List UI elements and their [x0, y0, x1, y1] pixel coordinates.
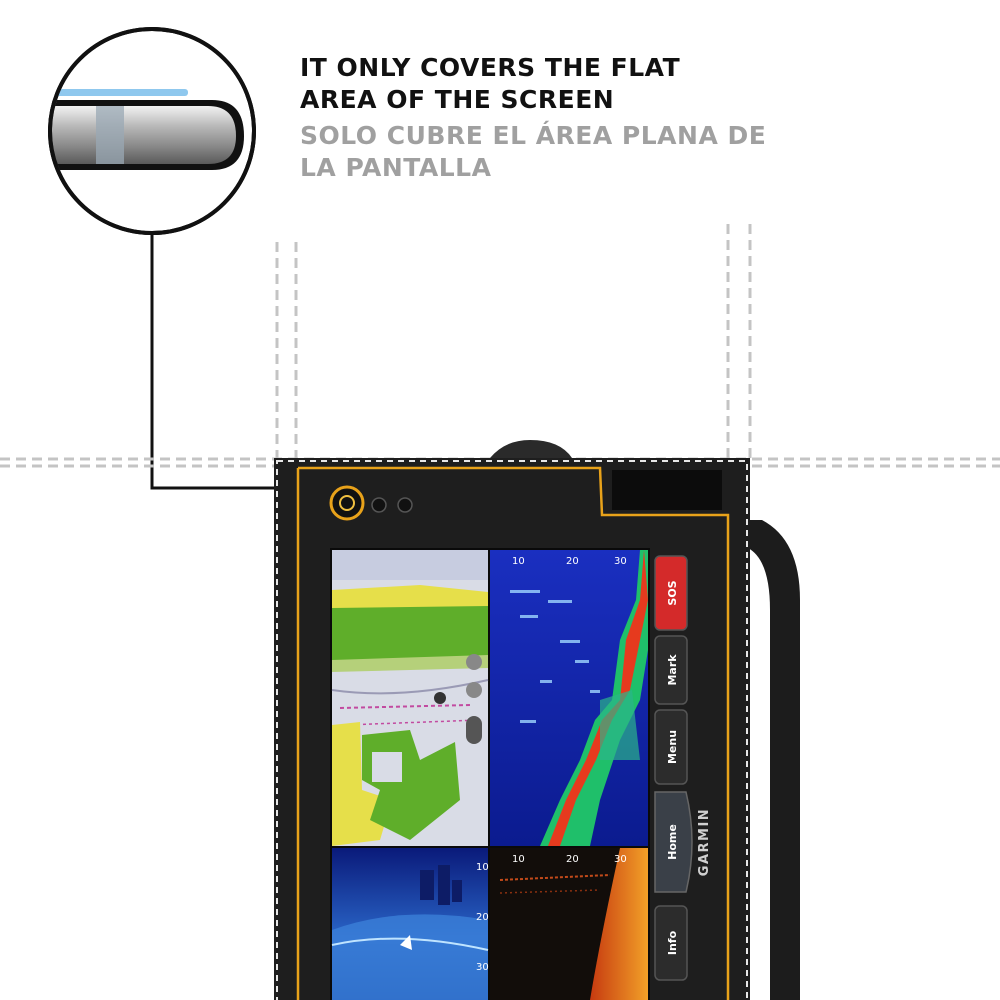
side-scale-2: 20: [476, 912, 489, 923]
mark-label: Mark: [666, 654, 679, 686]
sos-button[interactable]: SOS: [654, 555, 688, 631]
subheadline-line-2: LA PANTALLA: [300, 153, 492, 182]
nav-chart-panel: [331, 550, 489, 846]
glass-edge: [52, 106, 236, 164]
power-icon: [339, 495, 355, 511]
small-button-1[interactable]: [371, 497, 387, 513]
side-scan-panel: 10 20 30: [331, 848, 489, 1000]
home-label: Home: [666, 824, 679, 860]
headline-line-1: IT ONLY COVERS THE FLAT: [300, 53, 681, 82]
menu-button[interactable]: Menu: [654, 709, 688, 785]
small-button-2[interactable]: [397, 497, 413, 513]
zoom-callout: [48, 27, 256, 235]
info-label: Info: [666, 930, 679, 955]
down-scale-3: 30: [614, 854, 627, 865]
home-button[interactable]: Home: [654, 791, 693, 893]
headline-english: IT ONLY COVERS THE FLAT AREA OF THE SCRE…: [300, 52, 680, 116]
headline-line-2: AREA OF THE SCREEN: [300, 85, 615, 114]
down-scale-1: 10: [512, 854, 525, 865]
down-scan-panel: 10 20 30: [490, 848, 648, 1000]
sos-label: SOS: [666, 580, 679, 605]
sonar-top-scale-2: 20: [566, 556, 579, 567]
protector-film: [52, 89, 188, 96]
mark-button[interactable]: Mark: [654, 635, 688, 705]
side-scale-3: 30: [476, 962, 489, 973]
sonar-top-scale-1: 10: [512, 556, 525, 567]
headline-spanish: SOLO CUBRE EL ÁREA PLANA DE LA PANTALLA: [300, 120, 766, 184]
brand-logo: GARMIN: [697, 808, 712, 876]
chartplotter-device: 10 20 30 10 20 30 10 20: [274, 440, 800, 1000]
menu-label: Menu: [666, 730, 679, 764]
leader-line: [150, 233, 335, 490]
power-button[interactable]: [329, 485, 365, 521]
info-button[interactable]: Info: [654, 905, 688, 981]
down-scale-2: 20: [566, 854, 579, 865]
side-scale-1: 10: [476, 862, 489, 873]
sonar-top-scale-3: 30: [614, 556, 627, 567]
sonar-panel-top: 10 20 30: [490, 550, 648, 846]
subheadline-line-1: SOLO CUBRE EL ÁREA PLANA DE: [300, 121, 767, 150]
